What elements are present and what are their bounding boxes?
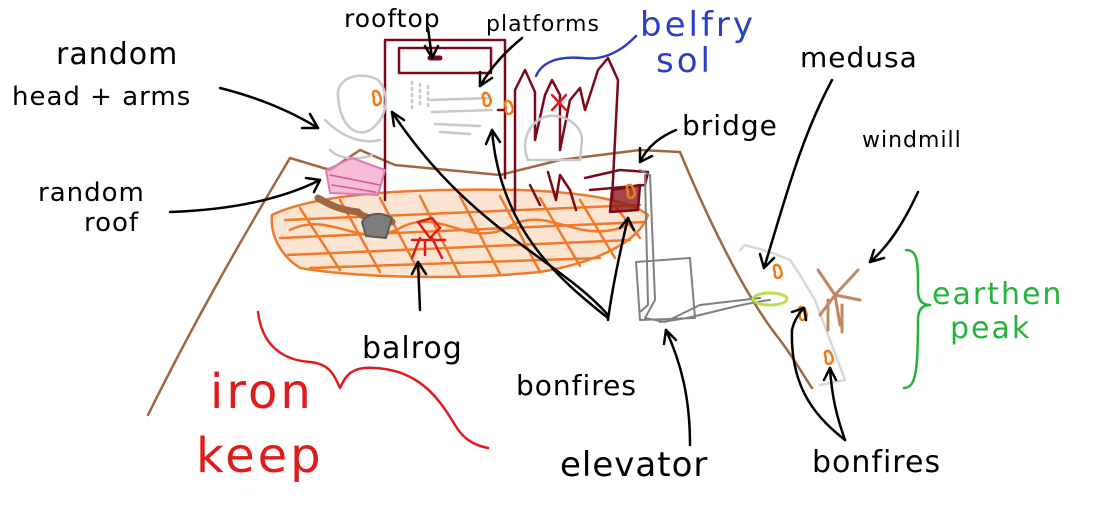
belfry-arrow xyxy=(534,34,638,78)
label-platforms: platforms xyxy=(486,12,600,37)
label-belfry: belfry xyxy=(640,5,757,45)
bonfire-marks xyxy=(371,89,835,366)
balrog-figure xyxy=(410,216,447,260)
label-peak: peak xyxy=(950,311,1032,346)
label-bridge: bridge xyxy=(682,109,778,142)
bonfire-2 xyxy=(481,91,493,108)
label-elevator: elevator xyxy=(560,445,709,485)
lava-field xyxy=(270,188,650,279)
belfry-spires xyxy=(513,56,650,214)
medusa-marker xyxy=(751,291,789,307)
platforms-stone xyxy=(323,74,584,162)
earthen-peak-bracket xyxy=(902,248,932,390)
earthen-peak-outline xyxy=(738,243,847,387)
mountain-outline xyxy=(146,148,814,417)
label-keep: keep xyxy=(196,428,324,484)
label-earthen: earthen xyxy=(932,277,1064,312)
belfry-bonfire-red xyxy=(550,93,568,112)
label-bonfires-center: bonfires xyxy=(516,369,637,402)
random-roof xyxy=(314,157,396,239)
iron-keep-brace xyxy=(256,310,490,450)
bonfire-4 xyxy=(625,183,637,200)
bonfire-5 xyxy=(772,263,784,280)
bonfire-7 xyxy=(823,349,835,366)
bonfire-1 xyxy=(371,89,383,107)
label-sol: sol xyxy=(656,41,713,81)
label-bonfires-right: bonfires xyxy=(812,445,942,480)
label-windmill: windmill xyxy=(862,128,962,153)
bonfire-3 xyxy=(503,99,515,116)
label-head-arms: head + arms xyxy=(12,82,192,112)
label-random-head: random xyxy=(56,37,179,72)
label-roof: roof xyxy=(84,208,140,238)
windmill-figure xyxy=(816,268,862,334)
label-random-roof: random xyxy=(38,178,145,208)
label-balrog: balrog xyxy=(362,331,463,366)
label-iron: iron xyxy=(210,364,314,420)
label-medusa: medusa xyxy=(800,41,918,74)
label-rooftop: rooftop xyxy=(344,4,441,33)
pointer-arrows xyxy=(168,26,920,447)
